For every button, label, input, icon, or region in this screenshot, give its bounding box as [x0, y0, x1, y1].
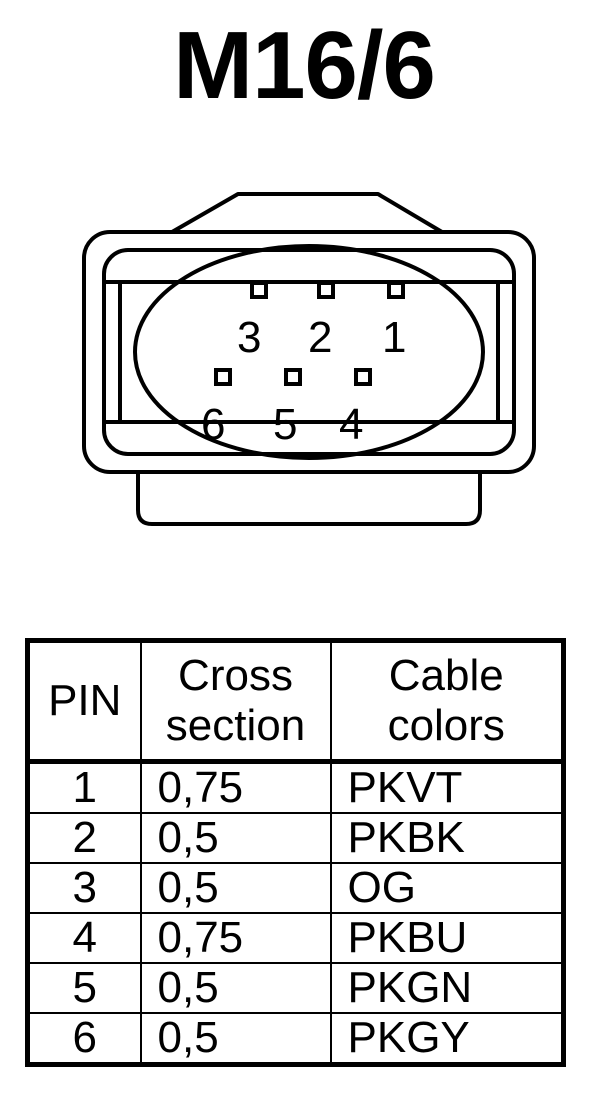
table-row: 6 0,5 PKGY: [26, 1012, 565, 1066]
cell-pin: 2: [26, 812, 142, 864]
table-row: 1 0,75 PKVT: [26, 759, 565, 814]
cell-cable-color: OG: [329, 862, 565, 914]
connector-outer-housing: [82, 230, 536, 474]
cell-cross-section: 0,75: [139, 912, 332, 964]
connector-title: M16/6: [173, 12, 436, 119]
header-cross-line1: Cross: [178, 651, 293, 700]
pin-contact-1: [387, 281, 405, 299]
cell-cable-color: PKGY: [329, 1012, 565, 1066]
header-cross-section: Cross section: [139, 639, 332, 763]
header-colors-line2: colors: [387, 701, 505, 750]
connector-bottom-tab: [136, 472, 482, 526]
cell-pin: 6: [26, 1012, 142, 1066]
table-row: 5 0,5 PKGN: [26, 962, 565, 1014]
cell-cable-color: PKBU: [329, 912, 565, 964]
pin-label-4: 4: [339, 400, 363, 449]
header-colors-line1: Cable: [388, 651, 504, 700]
pin-contact-4: [354, 368, 372, 386]
pin-contact-2: [317, 281, 335, 299]
cell-cable-color: PKGN: [329, 962, 565, 1014]
cell-pin: 5: [26, 962, 142, 1014]
pin-label-3: 3: [237, 313, 261, 362]
connector-diagram: 3 2 1 6 5 4: [82, 192, 536, 526]
cell-pin: 3: [26, 862, 142, 914]
cell-cross-section: 0,5: [139, 962, 332, 1014]
pin-label-5: 5: [273, 400, 297, 449]
cell-pin: 1: [26, 759, 142, 814]
header-cross-line2: section: [165, 701, 306, 750]
pin-assignment-table: PIN Cross section Cable colors 1 0,75 PK…: [25, 638, 566, 1067]
pin-label-2: 2: [308, 313, 332, 362]
pin-contact-6: [214, 368, 232, 386]
connector-inner-housing: [102, 248, 516, 456]
table-header-row: PIN Cross section Cable colors: [26, 639, 565, 763]
cell-cross-section: 0,5: [139, 812, 332, 864]
cell-cross-section: 0,75: [139, 759, 332, 814]
pin-label-1: 1: [382, 313, 406, 362]
header-cable-colors: Cable colors: [329, 639, 565, 763]
cell-cross-section: 0,5: [139, 1012, 332, 1066]
cell-cable-color: PKVT: [329, 759, 565, 814]
pin-contact-3: [250, 281, 268, 299]
cell-cross-section: 0,5: [139, 862, 332, 914]
header-pin: PIN: [26, 639, 142, 763]
connector-top-tab: [171, 192, 444, 234]
cell-pin: 4: [26, 912, 142, 964]
table-row: 3 0,5 OG: [26, 862, 565, 914]
table-row: 2 0,5 PKBK: [26, 812, 565, 864]
connector-insert: [133, 244, 485, 460]
pin-contact-5: [284, 368, 302, 386]
table-row: 4 0,75 PKBU: [26, 912, 565, 964]
pin-label-6: 6: [201, 400, 225, 449]
cell-cable-color: PKBK: [329, 812, 565, 864]
